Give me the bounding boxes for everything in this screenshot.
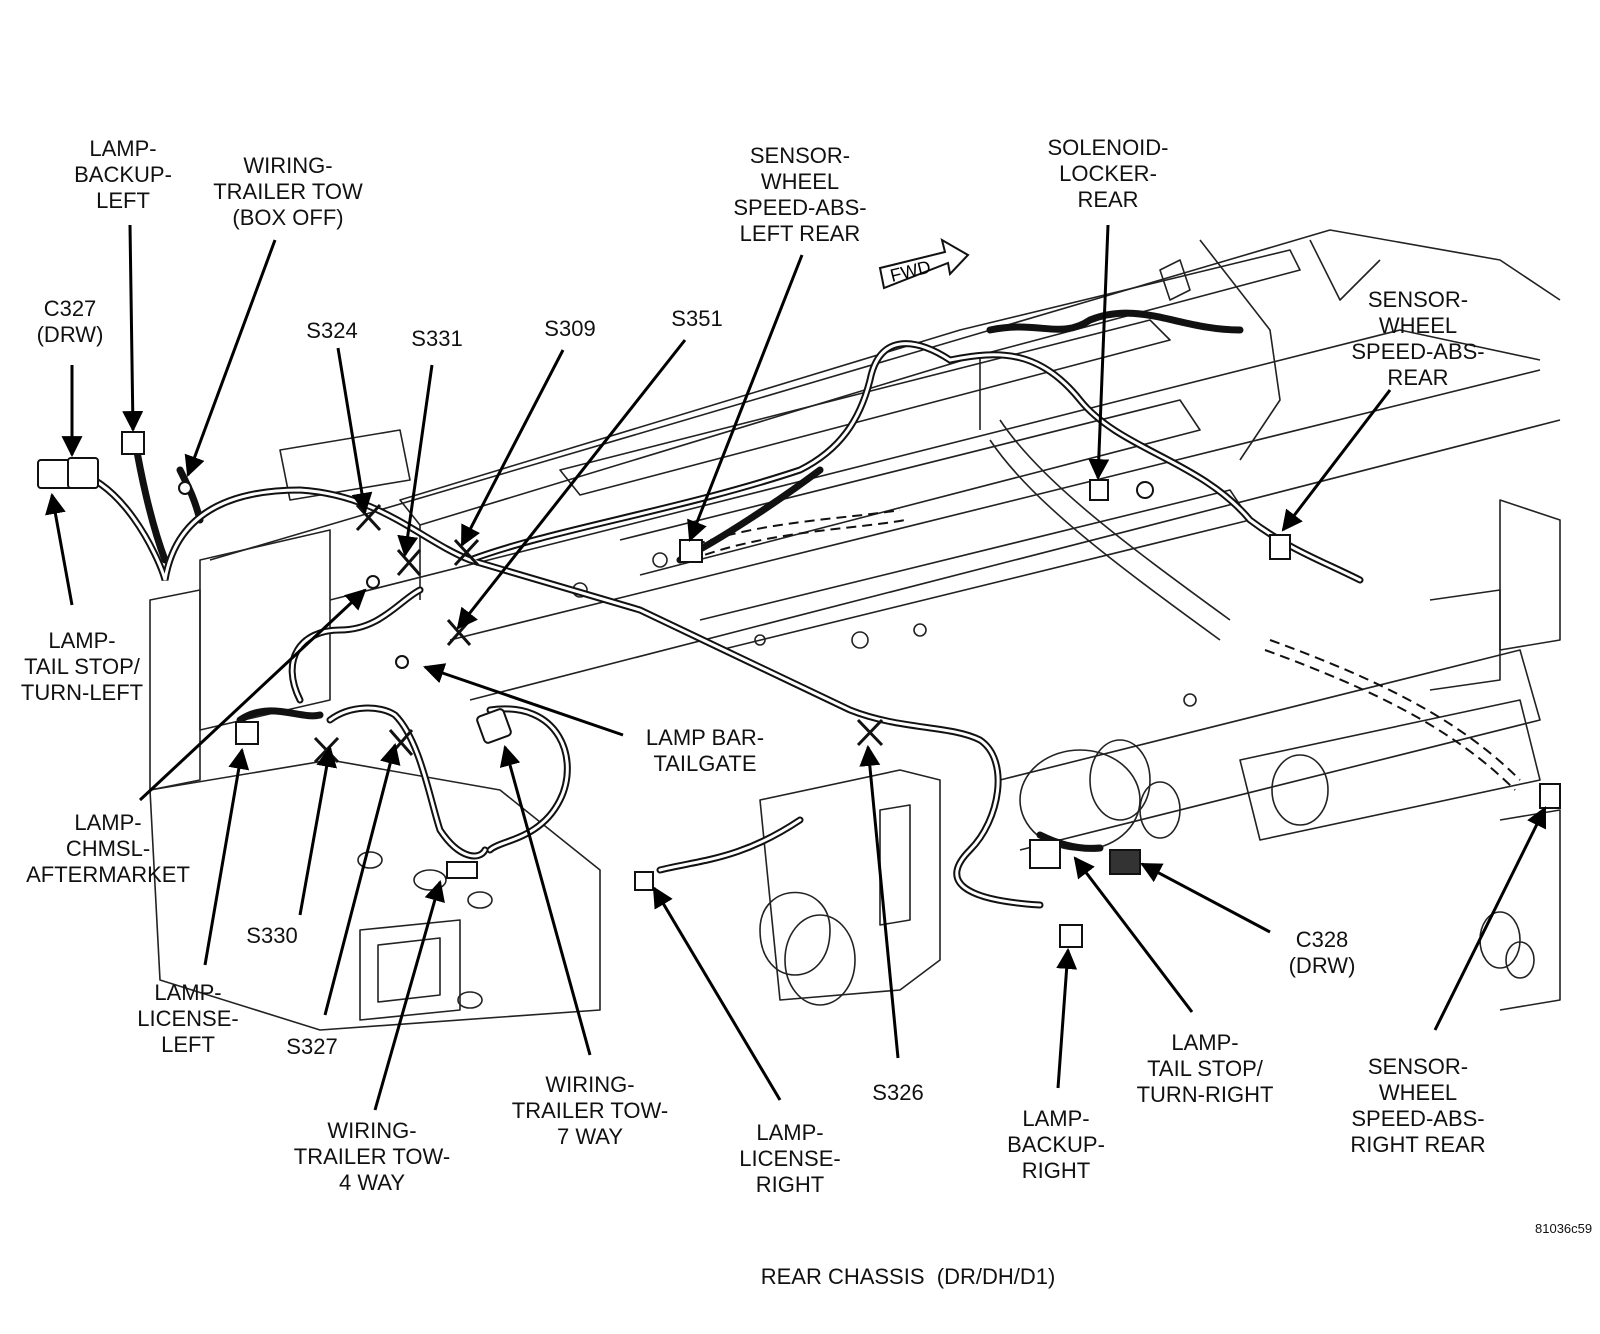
- fwd-arrow: FWD: [878, 237, 970, 290]
- harness: [56, 309, 1364, 909]
- figure-reference: 81036c59: [1535, 1221, 1593, 1236]
- callout-line: RIGHT: [1021, 1158, 1091, 1183]
- callout-lamp-license-right: LAMP-LICENSE-RIGHT: [739, 1120, 840, 1198]
- callout-line: LAMP BAR-: [645, 725, 765, 750]
- fwd-text: FWD: [888, 257, 933, 286]
- callout-line: C328: [1295, 927, 1349, 952]
- callout-s326: S326: [872, 1080, 923, 1106]
- callout-line: RIGHT REAR: [1350, 1132, 1486, 1157]
- callout-line: S331: [411, 326, 463, 351]
- harness-core: [58, 342, 1362, 907]
- callout-solenoid-locker-rear: SOLENOID-LOCKER-REAR: [1047, 135, 1168, 213]
- callout-lamp-tail-right: LAMP-TAIL STOP/TURN-RIGHT: [1137, 1030, 1274, 1108]
- callout-line: SPEED-ABS-: [733, 195, 867, 220]
- callout-line: TURN-LEFT: [20, 680, 144, 705]
- callout-line: TURN-RIGHT: [1136, 1082, 1274, 1107]
- callout-line: 7 WAY: [556, 1124, 624, 1149]
- callout-line: BACKUP-: [1007, 1132, 1105, 1157]
- callout-line: LAMP-: [1022, 1106, 1090, 1131]
- callout-line: TAILGATE: [653, 751, 757, 776]
- callout-line: LICENSE-: [739, 1146, 841, 1171]
- callout-lamp-chmsl: LAMP-CHMSL-AFTERMARKET: [26, 810, 190, 888]
- callout-wiring-7-way: WIRING-TRAILER TOW-7 WAY: [512, 1072, 668, 1150]
- callout-line: 4 WAY: [338, 1170, 406, 1195]
- callout-line: WHEEL: [1378, 313, 1458, 338]
- callout-line: S309: [544, 316, 596, 341]
- callout-line: LAMP-: [1171, 1030, 1239, 1055]
- callout-line: S324: [306, 318, 358, 343]
- leader-arrows: [45, 224, 1547, 1111]
- callout-line: LOCKER-: [1059, 161, 1157, 186]
- callout-line: LICENSE-: [137, 1006, 239, 1031]
- callout-line: LAMP-: [48, 628, 116, 653]
- callout-line: LEFT: [96, 188, 150, 213]
- callout-line: LAMP-: [756, 1120, 824, 1145]
- diagram-caption: REAR CHASSIS (DR/DH/D1): [760, 1264, 1056, 1289]
- callout-line: SPEED-ABS-: [1351, 339, 1485, 364]
- callout-line: SENSOR-: [1367, 1054, 1469, 1079]
- callout-c328: C328(DRW): [1289, 927, 1356, 979]
- callout-line: REAR: [1387, 365, 1449, 390]
- callout-line: REAR: [1077, 187, 1139, 212]
- callout-lamp-backup-right: LAMP-BACKUP-RIGHT: [1007, 1106, 1105, 1184]
- callout-s327: S327: [286, 1034, 337, 1060]
- callout-line: S326: [872, 1080, 924, 1105]
- callout-line: (DRW): [36, 322, 104, 347]
- callout-s324: S324: [306, 318, 357, 344]
- callout-line: SPEED-ABS-: [1351, 1106, 1485, 1131]
- callout-line: S351: [671, 306, 723, 331]
- callout-wiring-trailer-tow-box-off: WIRING-TRAILER TOW(BOX OFF): [213, 153, 363, 231]
- callout-s331: S331: [411, 326, 462, 352]
- connectors: [37, 431, 1561, 948]
- callout-line: TAIL STOP/: [24, 654, 140, 679]
- callout-line: WIRING-: [327, 1118, 417, 1143]
- callout-c327: C327(DRW): [37, 296, 104, 348]
- callout-line: SOLENOID-: [1047, 135, 1169, 160]
- hidden-harness-2: [689, 519, 1516, 791]
- callout-line: WHEEL: [1378, 1080, 1458, 1105]
- callout-line: TRAILER TOW-: [511, 1098, 669, 1123]
- callout-line: (BOX OFF): [232, 205, 344, 230]
- callout-line: SENSOR-: [1367, 287, 1469, 312]
- callout-line: SENSOR-: [749, 143, 851, 168]
- callout-line: LAMP-: [154, 980, 222, 1005]
- callout-line: LEFT REAR: [739, 221, 861, 246]
- callout-line: WHEEL: [760, 169, 840, 194]
- callout-line: LAMP-: [74, 810, 142, 835]
- callout-lamp-tail-left: LAMP-TAIL STOP/TURN-LEFT: [21, 628, 143, 706]
- callout-lamp-license-left: LAMP-LICENSE-LEFT: [137, 980, 238, 1058]
- hidden-harness: [679, 509, 1521, 781]
- callout-line: BACKUP-: [74, 162, 172, 187]
- callout-wiring-4-way: WIRING-TRAILER TOW-4 WAY: [294, 1118, 450, 1196]
- callout-line: WIRING-: [545, 1072, 635, 1097]
- callout-line: LAMP-: [89, 136, 157, 161]
- callout-s351: S351: [671, 306, 722, 332]
- callout-line: C327: [43, 296, 97, 321]
- callout-line: RIGHT: [755, 1172, 825, 1197]
- callout-line: TAIL STOP/: [1147, 1056, 1263, 1081]
- callout-line: (DRW): [1288, 953, 1356, 978]
- callout-line: CHMSL-: [65, 836, 151, 861]
- callout-s309: S309: [544, 316, 595, 342]
- callout-line: LEFT: [161, 1032, 215, 1057]
- callout-line: TRAILER TOW: [213, 179, 363, 204]
- frame-drawing: [149, 229, 1561, 1031]
- callout-line: S327: [286, 1034, 338, 1059]
- callout-s330: S330: [246, 923, 297, 949]
- callout-line: S330: [246, 923, 298, 948]
- callout-line: AFTERMARKET: [26, 862, 190, 887]
- callout-lamp-backup-left: LAMP-BACKUP-LEFT: [74, 136, 172, 214]
- callout-lamp-bar-tailgate: LAMP BAR-TAILGATE: [646, 725, 764, 777]
- callout-line: TRAILER TOW-: [293, 1144, 451, 1169]
- callout-line: WIRING-: [243, 153, 333, 178]
